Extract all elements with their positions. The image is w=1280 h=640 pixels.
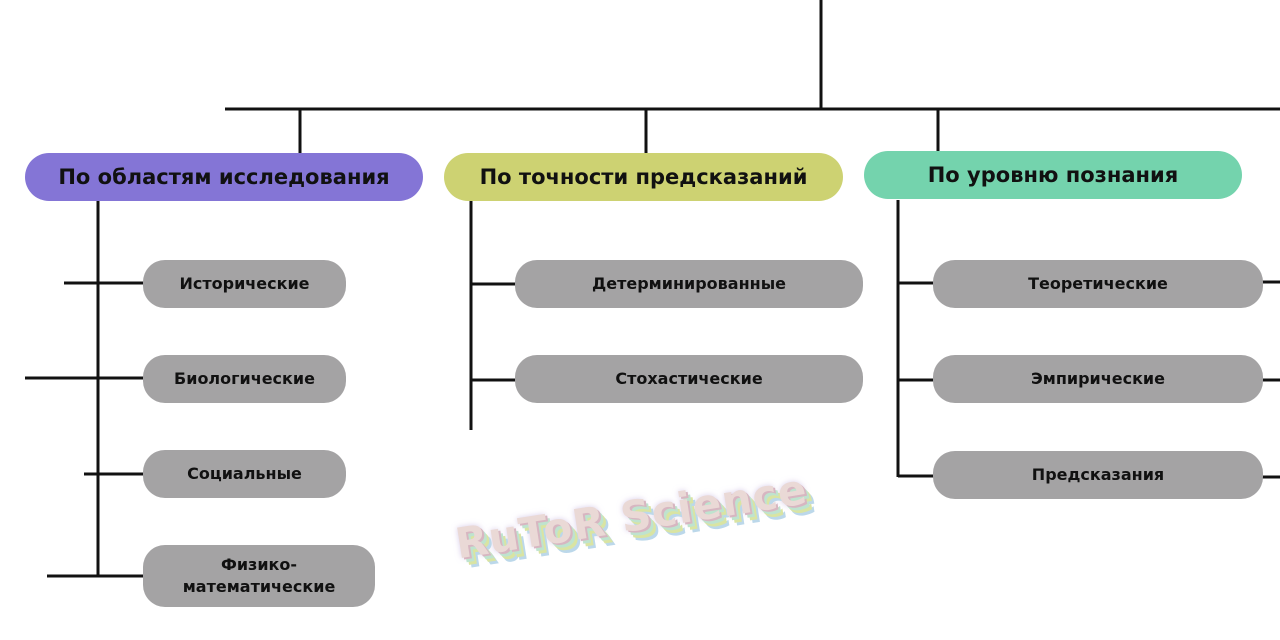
category-by-field-label: По областям исследования [58, 165, 390, 189]
item-theoretical: Теоретические [933, 260, 1263, 308]
item-deterministic: Детерминированные [515, 260, 863, 308]
category-by-field: По областям исследования [25, 153, 423, 201]
item-biological: Биологические [143, 355, 346, 403]
item-label: Предсказания [1031, 464, 1165, 484]
category-by-accuracy-label: По точности предсказаний [479, 165, 808, 189]
item-label: Стохастические [615, 368, 763, 388]
item-empirical: Эмпирические [933, 355, 1263, 403]
item-historical: Исторические [143, 260, 346, 308]
category-by-level: По уровню познания [864, 151, 1242, 199]
item-label: Физико- математические [182, 554, 336, 596]
item-physics-math: Физико- математические [143, 545, 375, 607]
item-label: Детерминированные [591, 273, 787, 293]
item-social: Социальные [143, 450, 346, 498]
item-label: Социальные [187, 463, 302, 483]
item-label: Теоретические [1028, 273, 1168, 293]
category-by-accuracy: По точности предсказаний [444, 153, 843, 201]
item-label: Биологические [174, 368, 315, 388]
category-by-level-label: По уровню познания [927, 163, 1179, 187]
item-predictions: Предсказания [933, 451, 1263, 499]
item-label: Исторические [179, 273, 310, 293]
item-label: Эмпирические [1031, 368, 1165, 388]
item-stochastic: Стохастические [515, 355, 863, 403]
